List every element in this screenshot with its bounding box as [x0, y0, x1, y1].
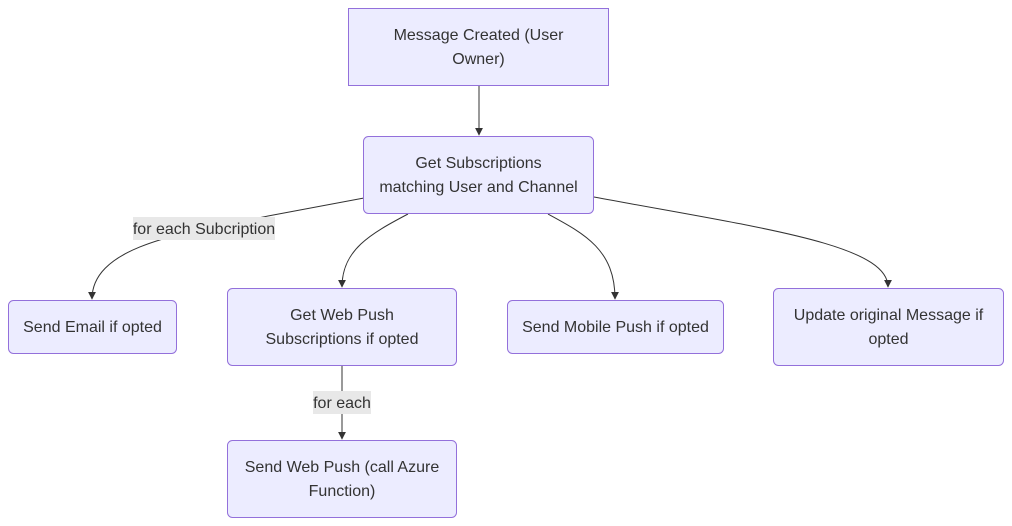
node-label-line1: Update original Message if — [794, 307, 984, 324]
node-label-line1: Send Email if opted — [23, 319, 162, 336]
edge-label-text: for each Subcription — [133, 221, 275, 238]
node-label-line1: Get Subscriptions — [415, 155, 541, 172]
node-label-line2: matching User and Channel — [379, 179, 577, 196]
node-label-line1: Message Created (User — [394, 27, 565, 44]
node-label-line2: opted — [868, 331, 908, 348]
node-get-subscriptions[interactable]: Get Subscriptions matching User and Chan… — [363, 136, 594, 214]
node-get-web-push[interactable]: Get Web Push Subscriptions if opted — [227, 288, 457, 366]
node-label-line1: Send Web Push (call Azure — [245, 459, 440, 476]
node-label-line2: Function) — [309, 483, 376, 500]
edge-get-subscriptions-to-send-email — [88, 197, 365, 300]
edge-label-for-each-subscription: for each Subcription — [133, 217, 275, 240]
node-label-line1: Send Mobile Push if opted — [522, 319, 709, 336]
node-send-email[interactable]: Send Email if opted — [8, 300, 177, 354]
edge-get-subscriptions-to-update-message — [593, 196, 892, 288]
node-label-line1: Get Web Push — [290, 307, 394, 324]
node-message-created[interactable]: Message Created (User Owner) — [348, 8, 609, 86]
node-label-line2: Subscriptions if opted — [266, 331, 419, 348]
node-label-line2: Owner) — [452, 51, 504, 68]
edge-get-subscriptions-to-get-web-push — [338, 213, 409, 288]
node-send-mobile-push[interactable]: Send Mobile Push if opted — [507, 300, 724, 354]
edge-label-for-each: for each — [313, 391, 371, 414]
edge-label-text: for each — [313, 395, 371, 412]
node-send-web-push[interactable]: Send Web Push (call Azure Function) — [227, 440, 457, 518]
edge-get-subscriptions-to-send-mobile-push — [547, 213, 619, 300]
node-update-message[interactable]: Update original Message if opted — [773, 288, 1004, 366]
